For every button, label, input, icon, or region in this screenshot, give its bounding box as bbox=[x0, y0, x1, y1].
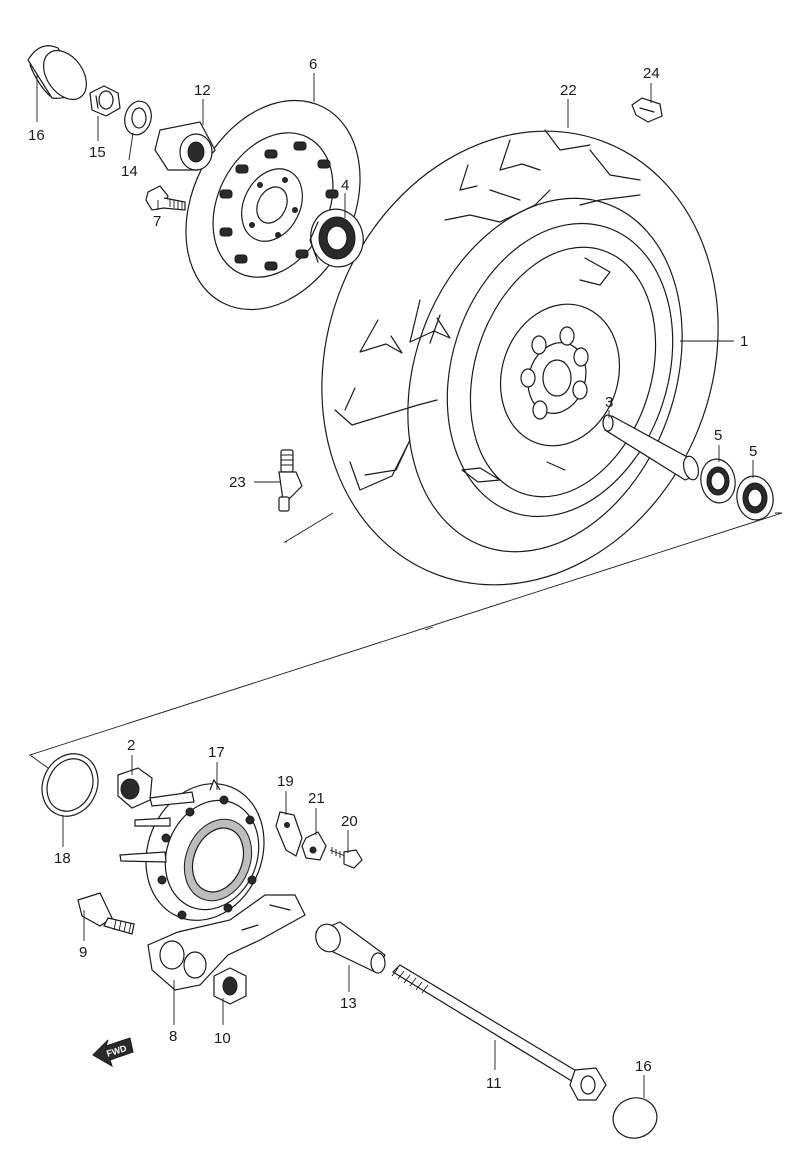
collar-icon bbox=[117, 767, 153, 809]
callout-5a: 5 bbox=[714, 427, 722, 444]
callout-8: 8 bbox=[169, 1028, 177, 1045]
callout-3: 3 bbox=[605, 394, 613, 411]
callout-7: 7 bbox=[153, 213, 161, 230]
washer-icon bbox=[124, 100, 152, 136]
bearing-icon-5b bbox=[736, 475, 774, 521]
callout-1: 1 bbox=[740, 333, 748, 350]
bearing-icon-5a bbox=[700, 458, 736, 504]
bolt-icon-7 bbox=[145, 185, 186, 211]
callout-12: 12 bbox=[194, 82, 211, 99]
callout-labels: 1 2 3 4 5 5 6 7 8 9 10 11 12 13 14 15 16… bbox=[28, 56, 757, 1092]
wheel-rim-icon bbox=[446, 222, 674, 518]
nut-icon-10 bbox=[213, 967, 247, 1005]
callout-16b: 16 bbox=[635, 1058, 652, 1075]
forward-direction-arrow-icon: FWD bbox=[92, 1037, 134, 1068]
plate-icon-19 bbox=[275, 811, 303, 857]
callout-15: 15 bbox=[89, 144, 106, 161]
cap-icon-top bbox=[27, 45, 87, 101]
callout-9: 9 bbox=[79, 944, 87, 961]
bearing-icon-4 bbox=[309, 208, 364, 268]
leader-lines bbox=[36, 73, 754, 1098]
tire-icon bbox=[321, 129, 719, 586]
callout-22: 22 bbox=[560, 82, 577, 99]
callout-4: 4 bbox=[341, 177, 349, 194]
assembly-boundary-lines bbox=[29, 512, 783, 769]
bolt-icon-20 bbox=[329, 847, 363, 869]
spacer-icon-13 bbox=[315, 921, 386, 974]
callout-18: 18 bbox=[54, 850, 71, 867]
axle-shaft-icon bbox=[391, 964, 607, 1101]
plate-icon-21 bbox=[301, 831, 327, 861]
hub-flange-icon bbox=[119, 778, 265, 921]
callout-17: 17 bbox=[208, 744, 225, 761]
callout-10: 10 bbox=[214, 1030, 231, 1047]
caliper-bracket-icon bbox=[147, 894, 306, 991]
callout-24: 24 bbox=[643, 65, 660, 82]
callout-23: 23 bbox=[229, 474, 246, 491]
callout-16a: 16 bbox=[28, 127, 45, 144]
callout-19: 19 bbox=[277, 773, 294, 790]
clip-icon bbox=[631, 97, 663, 123]
callout-14: 14 bbox=[121, 163, 138, 180]
callout-6: 6 bbox=[309, 56, 317, 73]
callout-21: 21 bbox=[308, 790, 325, 807]
cap-icon-bottom bbox=[612, 1097, 658, 1139]
spacer-tube-icon bbox=[602, 414, 700, 481]
callout-11: 11 bbox=[486, 1075, 502, 1092]
nut-icon-15 bbox=[89, 85, 121, 117]
callout-20: 20 bbox=[341, 813, 358, 830]
callout-2: 2 bbox=[127, 737, 135, 754]
valve-icon bbox=[278, 449, 303, 512]
callout-5b: 5 bbox=[749, 443, 757, 460]
stud-bolt-icon bbox=[77, 892, 135, 935]
callout-13: 13 bbox=[340, 995, 357, 1012]
o-ring-icon bbox=[41, 753, 99, 817]
spacer-icon-12 bbox=[154, 121, 216, 171]
